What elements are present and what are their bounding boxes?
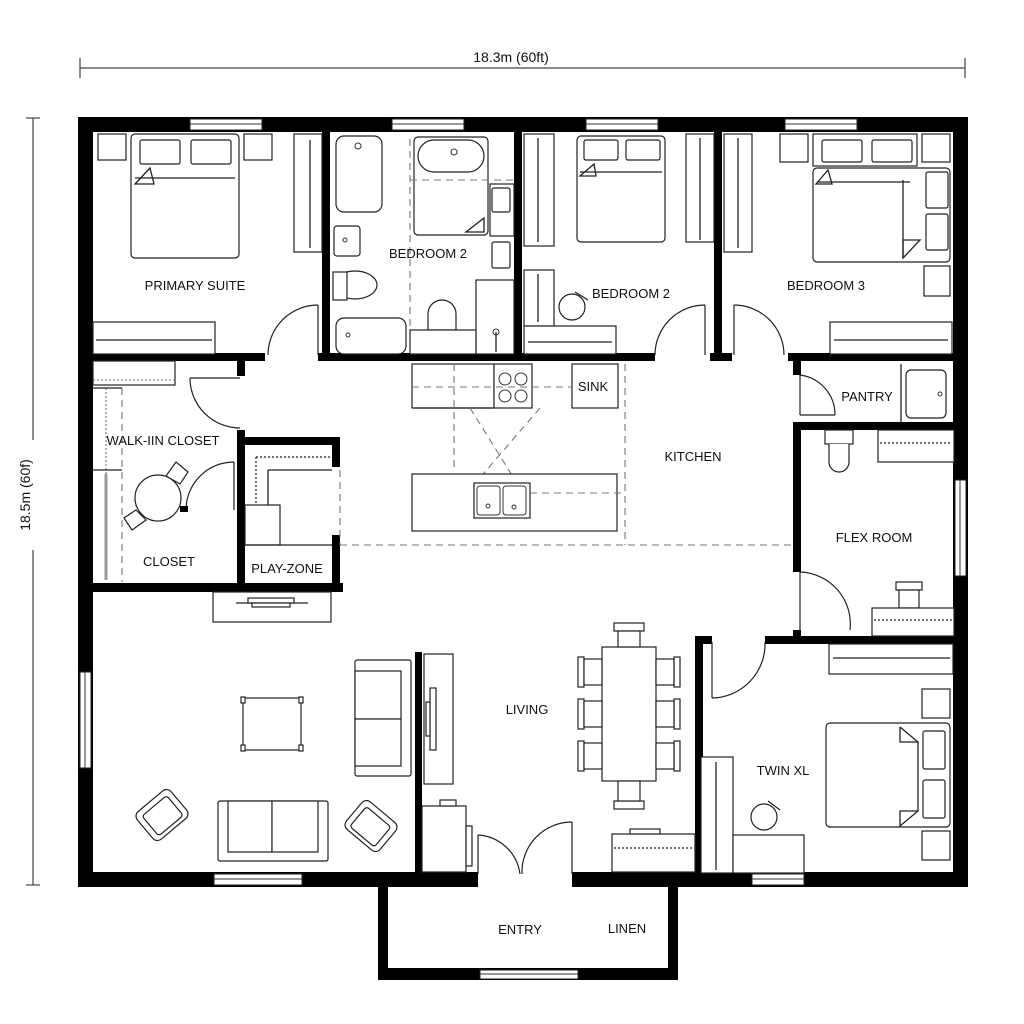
living-furniture [135, 653, 473, 873]
label-linen: LINEN [608, 921, 646, 936]
dining-table [577, 622, 696, 873]
primary-suite-furniture [92, 133, 323, 355]
label-twin-xl: TWIN XL [757, 763, 810, 778]
play-zone-furniture [244, 456, 332, 546]
label-walk-in-closet: WALK-IIN CLOSET [107, 433, 220, 448]
bathroom-fixtures [332, 135, 515, 355]
label-living: LIVING [506, 702, 549, 717]
label-sink: SINK [578, 379, 609, 394]
pantry-flex-fixtures [824, 364, 955, 637]
label-bedroom-2: BEDROOM 2 [592, 286, 670, 301]
windows [79, 118, 967, 980]
label-flex-room: FLEX ROOM [836, 530, 913, 545]
label-entry: ENTRY [498, 922, 542, 937]
label-primary-suite: PRIMARY SUITE [145, 278, 246, 293]
kitchen-fixtures [339, 363, 793, 546]
label-play-zone: PLAY-ZONE [251, 561, 323, 576]
label-kitchen: KITCHEN [664, 449, 721, 464]
label-bedroom-3: BEDROOM 3 [787, 278, 865, 293]
width-label: 18.3m (60ft) [473, 49, 548, 65]
label-bedroom-2-bath: BEDROOM 2 [389, 246, 467, 261]
bedroom-2-furniture [523, 133, 715, 355]
twin-xl-furniture [700, 643, 954, 874]
doors [185, 304, 851, 875]
bedroom-3-furniture [723, 133, 953, 355]
width-dimension: 18.3m (60ft) [79, 48, 966, 78]
height-dimension: 18.5m (60f) [14, 117, 40, 886]
label-closet: CLOSET [143, 554, 195, 569]
height-label: 18.5m (60f) [17, 459, 33, 531]
tv-console [212, 591, 332, 623]
room-labels: PRIMARY SUITE BEDROOM 2 BEDROOM 2 BEDROO… [107, 246, 913, 937]
closet-furniture [92, 360, 189, 582]
label-pantry: PANTRY [841, 389, 893, 404]
